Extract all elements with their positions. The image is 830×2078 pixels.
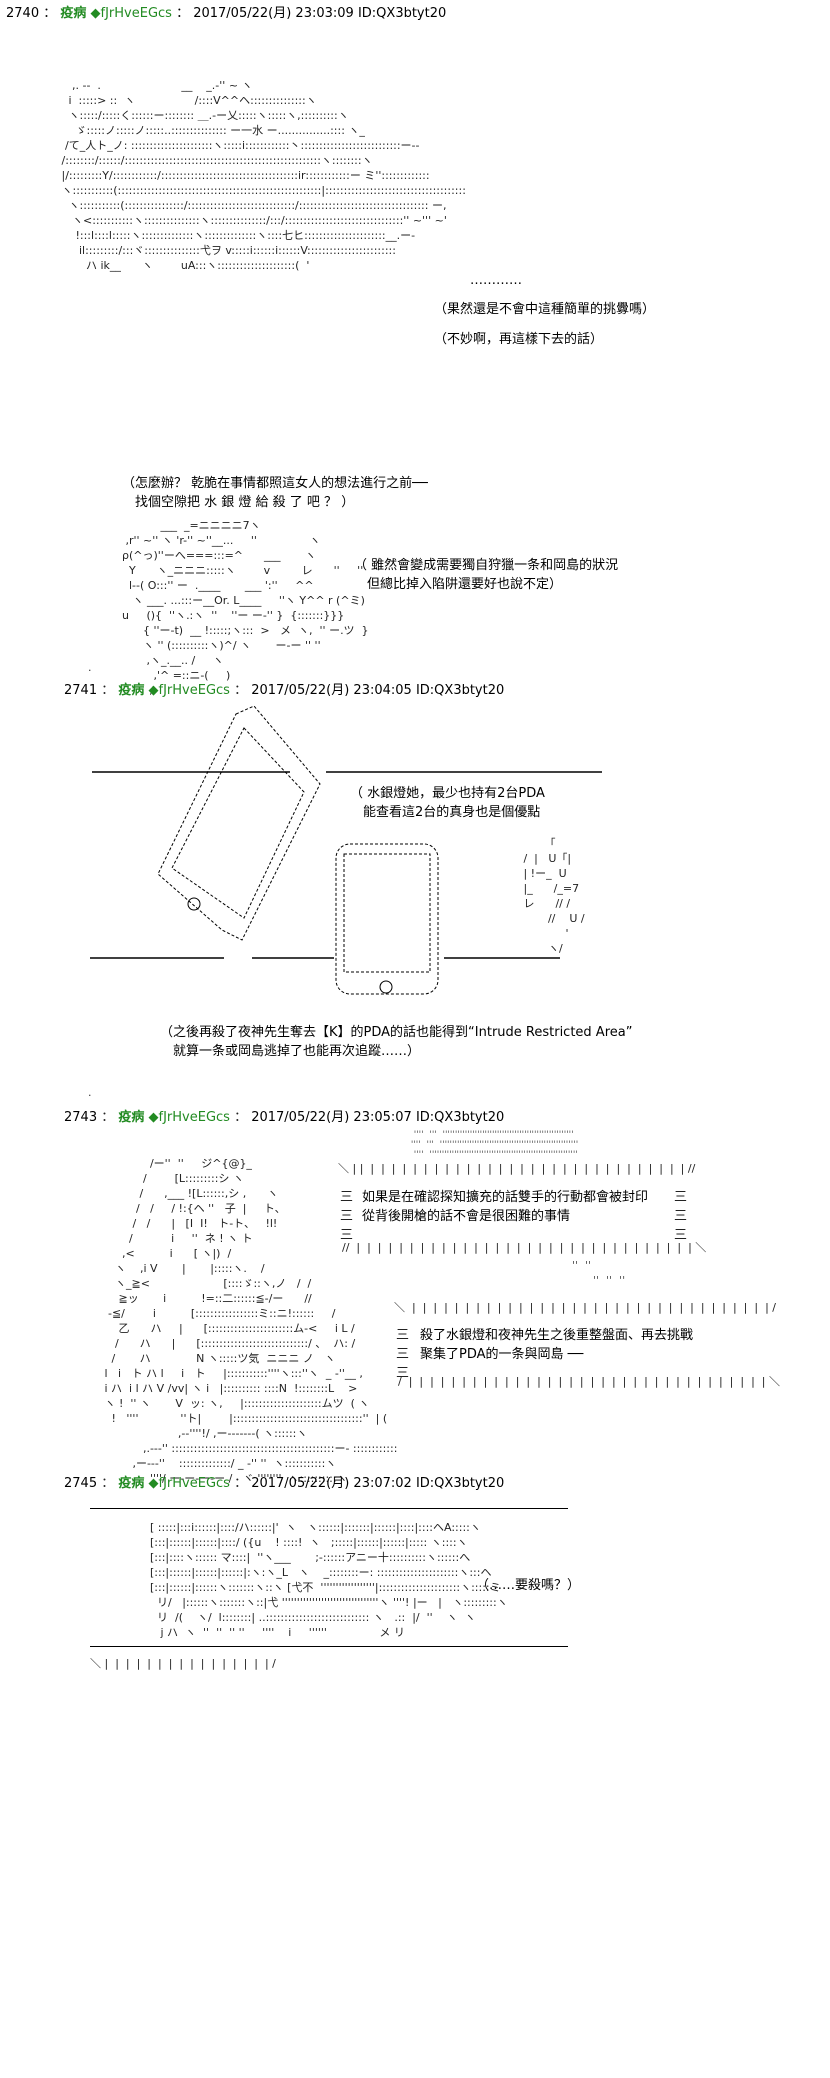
bubble1-left-edge: 三 三 三 xyxy=(340,1190,354,1243)
ascii-art-character-3: /ー'' '' ジ^{@}_ / [L:::::::::シ ヽ / ,___ !… xyxy=(104,1157,398,1485)
post-header-2743: 2743 ： 疫病 ◆fJrHveEGcs ： 2017/05/22(月) 23… xyxy=(64,1110,505,1125)
monologue-line: （怎麼辦？ 乾脆在事情都照這女人的想法進行之前── xyxy=(122,476,428,491)
post-header-2745: 2745 ： 疫病 ◆fJrHveEGcs ： 2017/05/22(月) 23… xyxy=(64,1476,505,1491)
post-number[interactable]: 2741 xyxy=(64,683,98,698)
post-id[interactable]: ID:QX3btyt20 xyxy=(357,6,447,21)
dialogue-line: （ 水銀燈她，最少也持有2台PDA xyxy=(350,786,545,801)
ascii-art-figure-small: 「 / | U「| | !ー_ U |_ /_=7 レ // / // U / … xyxy=(523,837,585,955)
bubble1-line: 如果是在確認探知擴充的話雙手的行動都會被封印 xyxy=(362,1190,649,1205)
post-id[interactable]: ID:QX3btyt20 xyxy=(415,1476,505,1491)
dialogue-line: （ 雖然會變成需要獨自狩獵一条和岡島的狀況 xyxy=(354,558,619,573)
post-number[interactable]: 2745 xyxy=(64,1476,98,1491)
shading-lines: '''' ''' '''''''''''''''''''''''''''''''… xyxy=(410,1130,579,1160)
bubble2-border-top: ＼ | | | | | | | | | | | | | | | | | | | … xyxy=(394,1301,776,1314)
poster-name: 疫病 xyxy=(118,1476,145,1491)
ascii-art-character-1: ,. -- . __ _.-'' ~ ヽ i :::::> :: ヽ /::::… xyxy=(58,78,780,1670)
monologue-line: 找個空隙把 水 銀 燈 給 殺 了 吧 ？ ） xyxy=(122,495,355,510)
post-number[interactable]: 2743 xyxy=(64,1110,98,1125)
dialogue-line: （果然還是不會中這種簡單的挑釁嗎） xyxy=(434,302,656,317)
ascii-art-character-2: ___ _=ニニニニ7ヽ ,r'' ~'' ヽ 'r-'' ~''__... '… xyxy=(121,519,369,697)
caption-line: 就算一条或岡島逃掉了也能再次追蹤……） xyxy=(160,1044,421,1059)
bubble1-line: 從背後開槍的話不會是很困難的事情 xyxy=(362,1209,571,1224)
divider-line xyxy=(90,1646,568,1647)
bubble1-border-top: ＼ | | | | | | | | | | | | | | | | | | | … xyxy=(338,1162,696,1175)
poster-trip: ◆fJrHveEGcs xyxy=(148,1476,230,1491)
post-number[interactable]: 2740 xyxy=(6,6,40,21)
ellipsis-text: ………… xyxy=(470,273,522,288)
divider-line xyxy=(90,1508,568,1509)
pda-devices-drawing xyxy=(90,705,602,995)
poster-trip: ◆fJrHveEGcs xyxy=(90,6,172,21)
bubble-tail-dots: '' '' '' '' '' xyxy=(571,1259,626,1287)
post-header-2740: 2740 ： 疫病 ◆fJrHveEGcs ： 2017/05/22(月) 23… xyxy=(6,6,447,21)
caption-line: （之後再殺了夜神先生奪去【K】的PDA的話也能得到“Intrude Restri… xyxy=(160,1025,633,1040)
bubble2-line: 殺了水銀燈和夜神先生之後重整盤面、再去挑戰 xyxy=(420,1328,694,1343)
bubble2-line: 聚集了PDA的一条與岡島 ── xyxy=(420,1347,584,1362)
post-datetime: 2017/05/22(月) 23:03:09 xyxy=(193,6,354,21)
bubble1-right-edge: 三 三 三 xyxy=(674,1190,688,1243)
poster-trip: ◆fJrHveEGcs xyxy=(148,1110,230,1125)
bubble2-border-bottom: / | | | | | | | | | | | | | | | | | | | … xyxy=(398,1375,780,1388)
bubble3-border-top: ＼ | | | | | | | | | | | | | | | | / xyxy=(90,1657,276,1670)
poster-trip: ◆fJrHveEGcs xyxy=(148,683,230,698)
bubble1-border-bottom: // | | | | | | | | | | | | | | | | | | |… xyxy=(342,1241,707,1254)
poster-name: 疫病 xyxy=(118,683,145,698)
dialogue-line: （……要殺嗎？） xyxy=(476,1578,581,1593)
poster-name: 疫病 xyxy=(118,1110,145,1125)
post-datetime: 2017/05/22(月) 23:05:07 xyxy=(251,1110,412,1125)
tilted-pda-icon xyxy=(157,705,321,941)
post-header-2741: 2741 ： 疫病 ◆fJrHveEGcs ： 2017/05/22(月) 23… xyxy=(64,683,505,698)
stray-mark: · xyxy=(88,664,92,677)
post-datetime: 2017/05/22(月) 23:04:05 xyxy=(251,683,412,698)
dialogue-line: 能查看這2台的真身也是個優點 xyxy=(350,805,541,820)
post-datetime: 2017/05/22(月) 23:07:02 xyxy=(251,1476,412,1491)
ascii-art-eyes-closeup: [ :::::|:::i::::::|::::/ハ::::::|' ヽ ヽ:::… xyxy=(150,1521,508,1639)
post-id[interactable]: ID:QX3btyt20 xyxy=(415,1110,505,1125)
post-id[interactable]: ID:QX3btyt20 xyxy=(415,683,505,698)
bubble2-left-edge: 三 三 三 xyxy=(396,1328,410,1381)
dialogue-line: （不妙啊，再這樣下去的話） xyxy=(434,332,604,347)
poster-name: 疫病 xyxy=(60,6,87,21)
upright-pda-icon xyxy=(335,843,439,995)
dialogue-line: 但總比掉入陷阱還要好也說不定） xyxy=(354,577,563,592)
stray-mark: · xyxy=(88,1089,92,1102)
